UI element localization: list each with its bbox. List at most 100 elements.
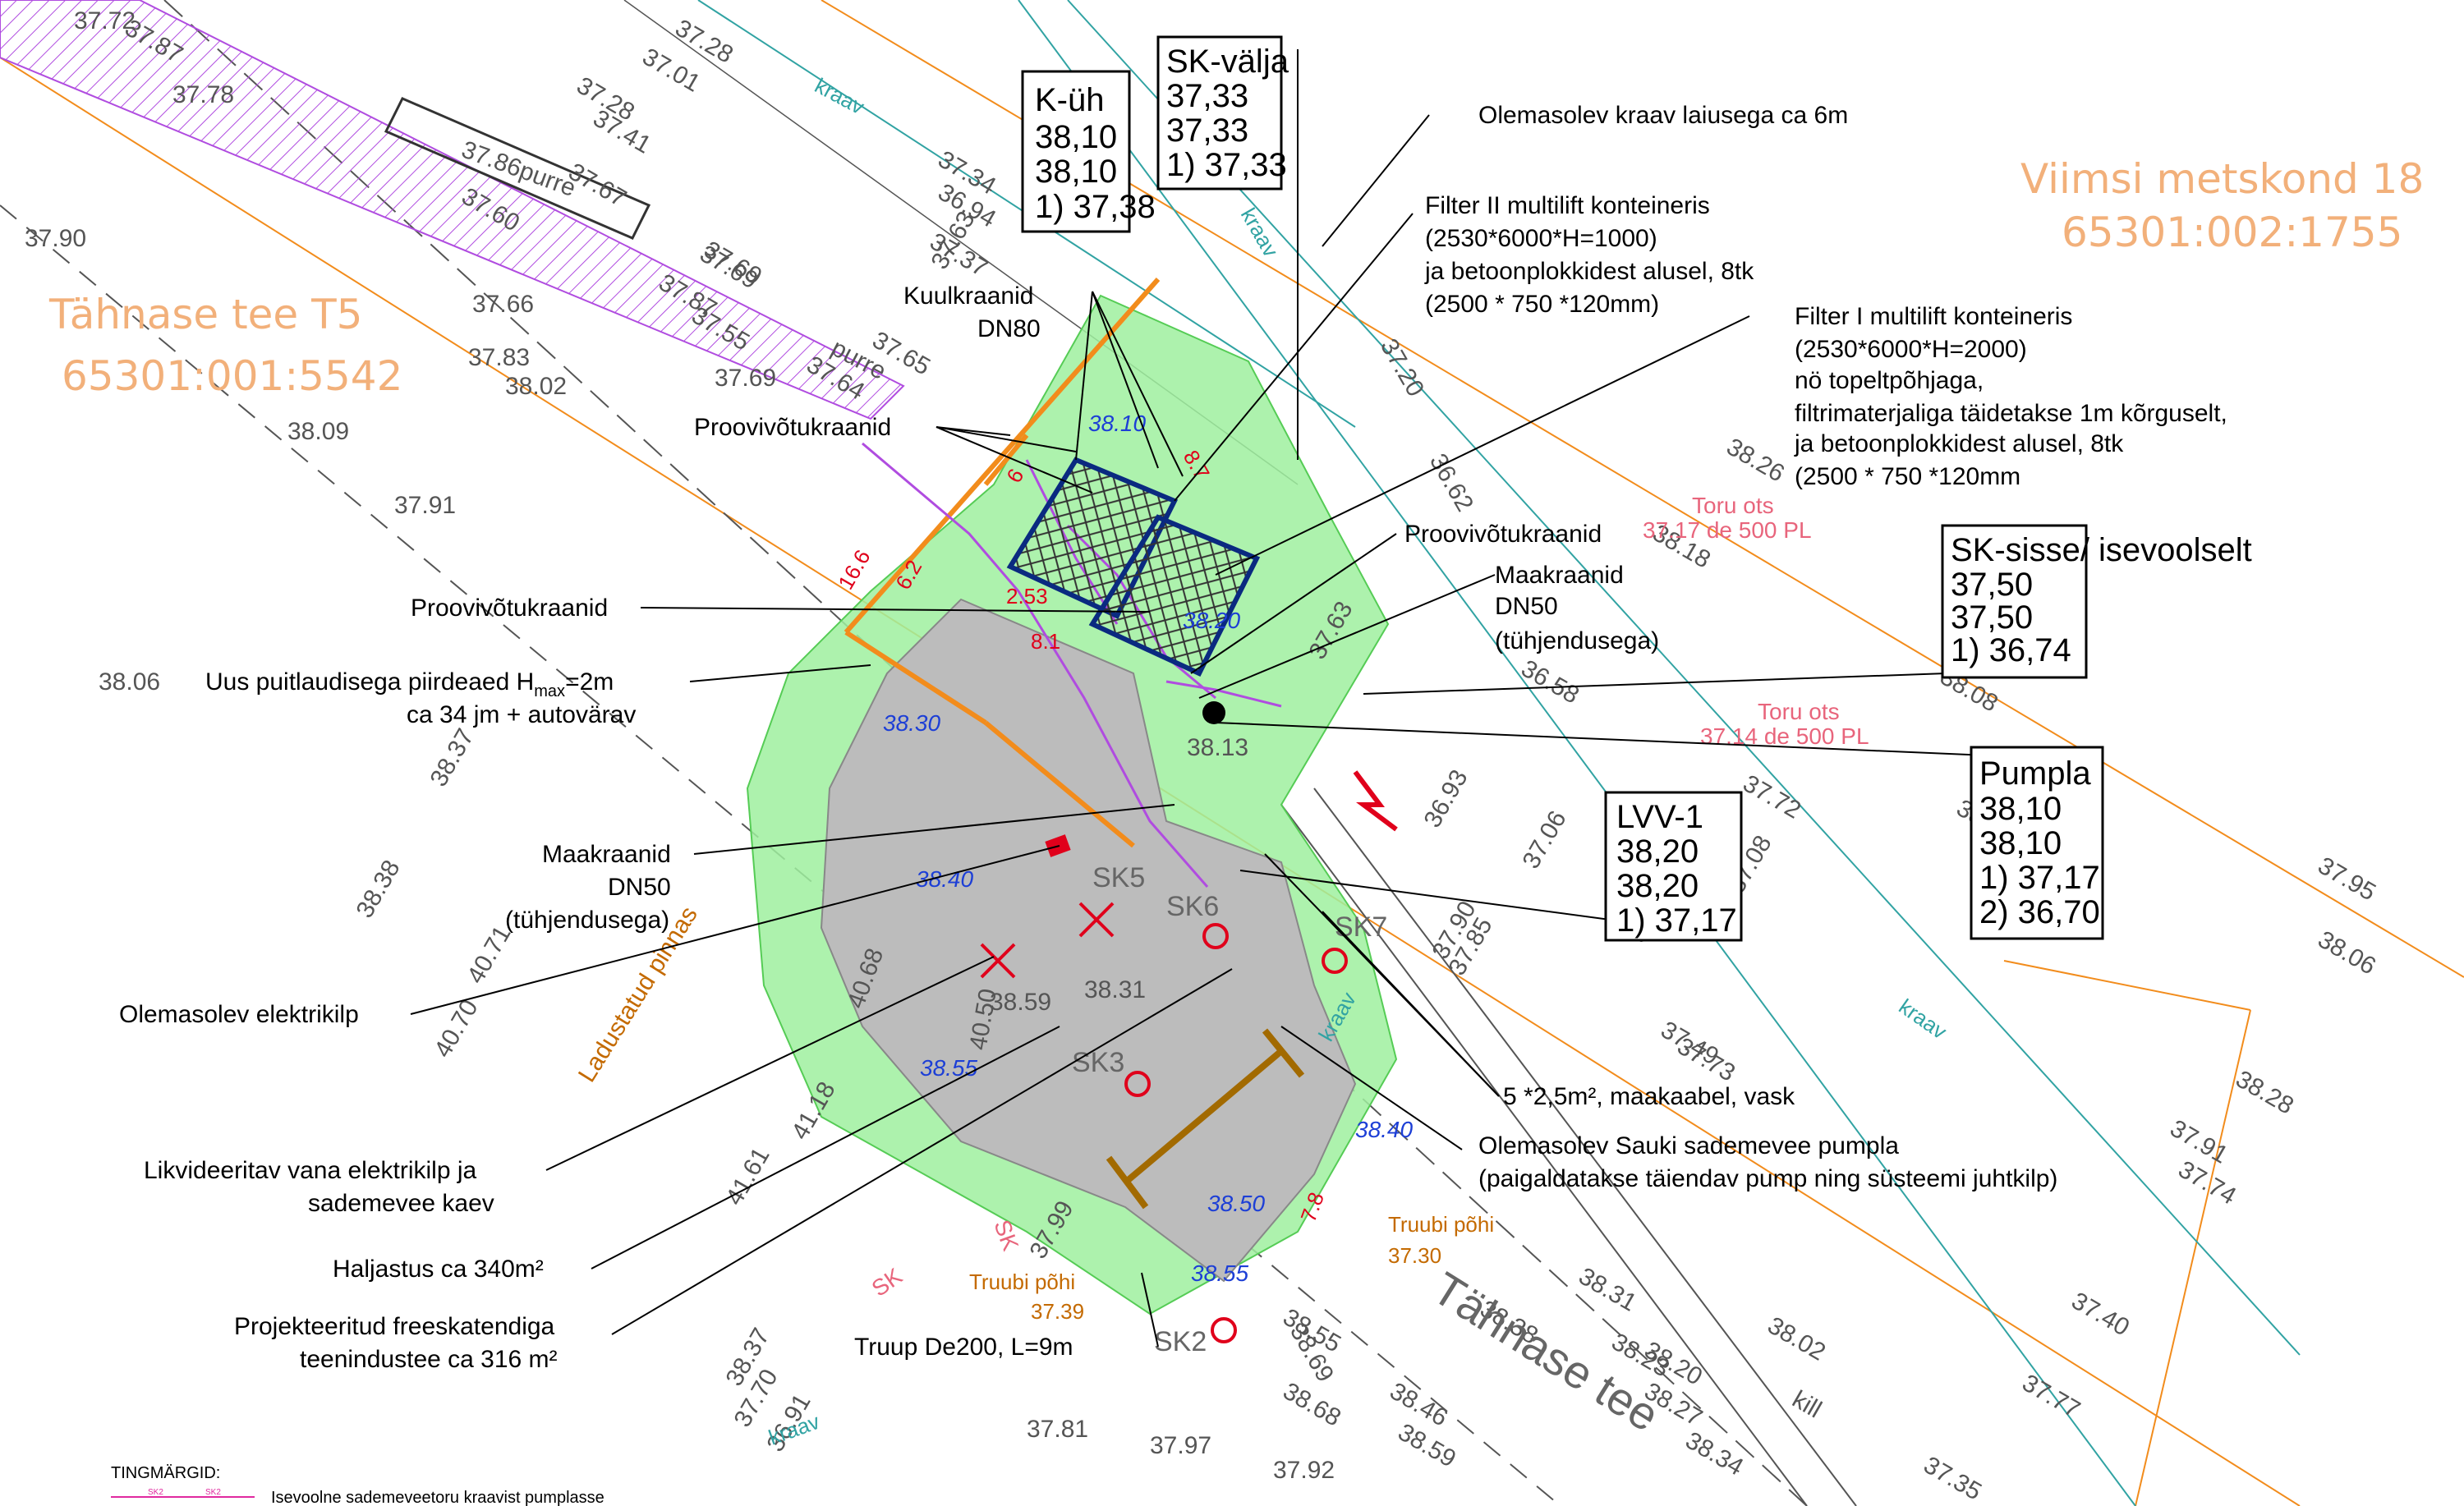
box-sk-sisse: SK-sisse/ isevoolselt 37,50 37,50 1) 36,… xyxy=(1941,524,2252,679)
leader-lines xyxy=(410,49,1988,1348)
filter-containers xyxy=(1006,457,1261,677)
spot-elevation: 38.09 xyxy=(287,418,349,445)
svg-text:SK2: SK2 xyxy=(205,1488,221,1497)
svg-text:38,10: 38,10 xyxy=(1035,119,1117,155)
note-cable: 5 *2,5m², maakaabel, vask xyxy=(1503,1083,1795,1110)
design-elevation: 38.30 xyxy=(883,710,940,736)
ditch-label-3: kraav xyxy=(1895,994,1951,1044)
spot-elevation: 37.35 xyxy=(1919,1451,1987,1505)
svg-text:(2500 * 750 *120mm: (2500 * 750 *120mm xyxy=(1795,463,2020,490)
gray-service-road xyxy=(820,598,1357,1283)
tahnase-parcel-code: 65301:001:5542 xyxy=(62,352,402,400)
spot-elevation: 37.66 xyxy=(472,291,534,318)
note-sampling-valves-1: Proovivõtukraanid xyxy=(694,414,891,441)
spot-elevation: 37.77 xyxy=(2018,1369,2085,1423)
dimension-label: 8.1 xyxy=(1031,629,1060,654)
spot-elevation: 38.26 xyxy=(1722,433,1790,487)
dimension-label: 2.53 xyxy=(1006,584,1048,608)
culvert-bottom-1-value: 37.30 xyxy=(1388,1243,1441,1268)
culvert-bottom-1: Truubi põhi xyxy=(1388,1212,1494,1237)
pipe-end-1: Toru ots xyxy=(1692,493,1774,518)
svg-text:Isevoolne sademeveetoru kraavi: Isevoolne sademeveetoru kraavist pumplas… xyxy=(271,1489,605,1506)
svg-text:Likvideeritav vana elektrikilp: Likvideeritav vana elektrikilp ja xyxy=(144,1157,477,1184)
svg-text:38,10: 38,10 xyxy=(1979,791,2062,827)
spot-elevation: 38.37 xyxy=(425,724,479,792)
svg-text:2) 36,70: 2) 36,70 xyxy=(1979,894,2100,930)
spot-elevation: 36.93 xyxy=(1418,765,1473,833)
svg-text:37,33: 37,33 xyxy=(1166,112,1248,149)
note-removed-switchboard: Likvideeritav vana elektrikilp ja sademe… xyxy=(144,1157,494,1217)
spot-elevation: 37.78 xyxy=(172,81,234,108)
svg-text:ja betoonplokkidest alusel, 8t: ja betoonplokkidest alusel, 8tk xyxy=(1794,430,2124,457)
svg-text:1) 37,17: 1) 37,17 xyxy=(1979,860,2100,896)
ditch-label-2: kraav xyxy=(1236,204,1284,261)
culvert-bottom-2-value: 37.39 xyxy=(1031,1299,1084,1324)
legend: TINGMÄRGID: SK2 SK2 Isevoolne sademeveet… xyxy=(111,1464,605,1506)
spot-elevation: 38.34 xyxy=(1681,1426,1749,1481)
sk5-label: SK5 xyxy=(1092,862,1145,893)
spot-elevation: 37.06 xyxy=(1517,806,1571,874)
sk-label-1: SK xyxy=(867,1263,908,1302)
svg-text:Uus puitlaudisega piirdeaed Hm: Uus puitlaudisega piirdeaed Hmax=2m xyxy=(205,668,614,700)
spot-elevation: 38.31 xyxy=(1084,976,1146,1003)
spot-elevation: 41.61 xyxy=(720,1143,775,1210)
svg-text:Olemasolev Sauki sademevee pum: Olemasolev Sauki sademevee pumpla xyxy=(1478,1132,1899,1159)
svg-text:Filter I multilift konteineris: Filter I multilift konteineris xyxy=(1795,303,2072,330)
svg-text:Maakraanid: Maakraanid xyxy=(542,841,671,868)
spot-elevation: 38.59 xyxy=(990,989,1051,1016)
svg-text:Pumpla: Pumpla xyxy=(1979,755,2091,792)
ditch-label-1: kraav xyxy=(811,73,868,119)
design-elevation: 38.20 xyxy=(1183,608,1240,633)
fence xyxy=(844,278,1161,848)
culvert xyxy=(1106,1028,1305,1210)
culvert-bottom-2: Truubi põhi xyxy=(969,1270,1075,1294)
note-ball-valves: Kuulkraanid DN80 xyxy=(903,282,1041,342)
spot-elevation: 37.40 xyxy=(2067,1287,2135,1341)
svg-text:Maakraanid: Maakraanid xyxy=(1495,562,1624,589)
svg-text:ca 34 jm + autovärav: ca 34 jm + autovärav xyxy=(407,701,636,728)
spot-elevation: 37.81 xyxy=(1027,1416,1088,1443)
spot-elevation: 37.90 xyxy=(25,225,86,252)
note-culvert: Truup De200, L=9m xyxy=(854,1334,1073,1361)
pump-station-symbol xyxy=(1202,701,1225,724)
svg-text:(tühjendusega): (tühjendusega) xyxy=(505,907,669,934)
svg-text:38,10: 38,10 xyxy=(1035,154,1117,190)
note-sauki-pump: Olemasolev Sauki sademevee pumpla (paiga… xyxy=(1478,1132,2057,1192)
note-ground-valves-right: Maakraanid DN50 (tühjendusega) xyxy=(1495,562,1659,654)
svg-text:SK2: SK2 xyxy=(148,1488,163,1497)
svg-text:SK-sisse/ isevoolselt: SK-sisse/ isevoolselt xyxy=(1951,532,2252,568)
svg-text:Projekteeritud freeskatendiga: Projekteeritud freeskatendiga xyxy=(234,1313,555,1340)
note-sampling-valves-3: Proovivõtukraanid xyxy=(411,595,608,622)
svg-text:37,50: 37,50 xyxy=(1951,599,2033,636)
spot-elevation: 38.13 xyxy=(1187,734,1248,761)
spot-elevation: 38.06 xyxy=(99,668,160,696)
spot-elevation: 37.83 xyxy=(468,344,530,371)
svg-text:DN50: DN50 xyxy=(608,874,671,901)
spot-elevation: 37.91 xyxy=(394,492,456,519)
purre-bridge xyxy=(0,0,905,420)
spot-elevation: 37.91 xyxy=(2166,1114,2233,1169)
spot-elevation: 36.58 xyxy=(1517,654,1584,709)
box-sk-valja: SK-välja 37,33 37,33 1) 37,33 xyxy=(1156,35,1289,191)
sk6-label: SK6 xyxy=(1166,891,1219,922)
pipe-end-1-value: 37.17 de 500 PL xyxy=(1643,517,1812,543)
svg-text:filtrimaterjaliga täidetakse 1: filtrimaterjaliga täidetakse 1m kõrgusel… xyxy=(1795,400,2227,427)
markers xyxy=(980,770,1398,1343)
sk3-label: SK3 xyxy=(1072,1047,1124,1078)
svg-text:nö topeltpõhjaga,: nö topeltpõhjaga, xyxy=(1795,367,1984,394)
svg-text:DN50: DN50 xyxy=(1495,593,1558,620)
svg-text:Filter II multilift konteineri: Filter II multilift konteineris xyxy=(1425,192,1710,219)
svg-text:teenindustee ca 316 m²: teenindustee ca 316 m² xyxy=(300,1346,558,1373)
note-service-road: Projekteeritud freeskatendiga teenindust… xyxy=(234,1313,558,1373)
tahnase-parcel-name: Tähnase tee T5 xyxy=(48,291,362,338)
svg-text:SK-välja: SK-välja xyxy=(1166,44,1289,80)
spot-elevation: 38.59 xyxy=(1394,1418,1461,1472)
sk2-label: SK2 xyxy=(1154,1326,1207,1357)
svg-text:TINGMÄRGID:: TINGMÄRGID: xyxy=(111,1464,220,1482)
note-existing-ditch: Olemasolev kraav laiusega ca 6m xyxy=(1478,102,1848,129)
note-filter-ii: Filter II multilift konteineris (2530*60… xyxy=(1424,192,1754,318)
svg-text:1) 37,33: 1) 37,33 xyxy=(1166,147,1287,183)
spot-elevation: 38.68 xyxy=(1279,1377,1346,1431)
